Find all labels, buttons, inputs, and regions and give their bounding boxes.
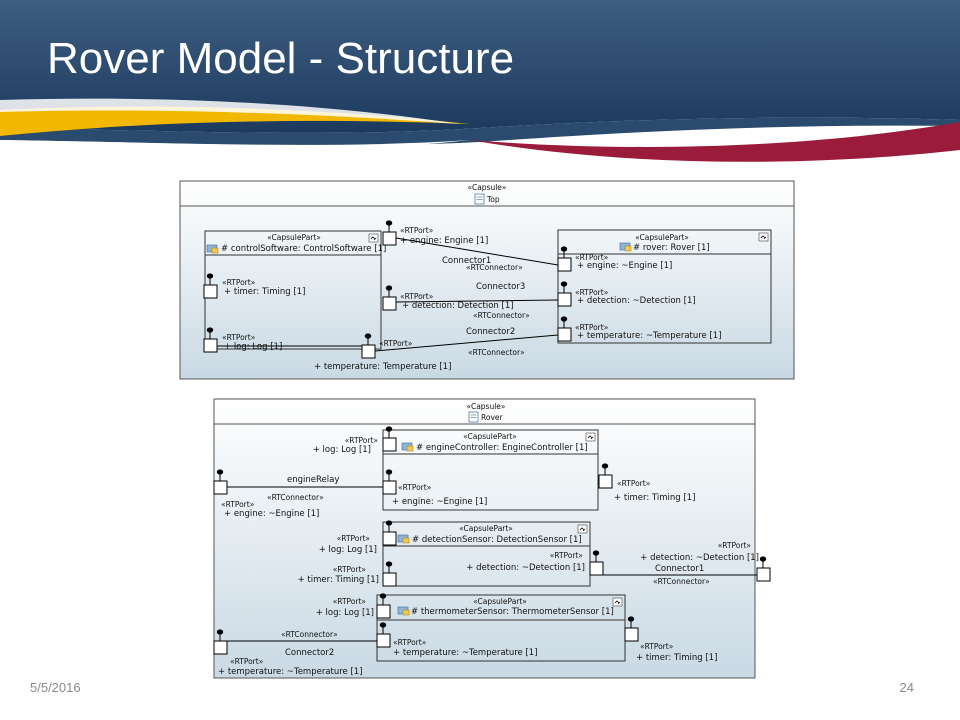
part-engine-controller[interactable]: «CapsulePart» # engineController: Engine… [382, 429, 599, 511]
connector3-top-name: Connector3 [476, 282, 525, 292]
port-top-detection[interactable]: «RTPort» + detection: Detection [1] [382, 284, 514, 311]
footer-date: 5/5/2016 [30, 680, 81, 695]
connector-labels-rover: engineRelay «RTConnector» Connector1 «RT… [267, 475, 710, 658]
port-ds-log[interactable]: «RTPort» + log: Log [1] [319, 519, 397, 555]
engine-relay-stereo: «RTConnector» [267, 493, 324, 502]
svg-text:+ detection: Detection [1]: + detection: Detection [1] [402, 301, 514, 311]
svg-text:«RTPort»: «RTPort» [575, 253, 609, 262]
part-detection-sensor[interactable]: «CapsulePart» # detectionSensor: Detecti… [382, 521, 591, 587]
rover-connectors [227, 486, 757, 642]
svg-text:«RTPort»: «RTPort» [575, 288, 609, 297]
connector2-rover-stereo: «RTConnector» [281, 630, 338, 639]
title-banner [0, 0, 960, 162]
svg-text:+ log: Log [1]: + log: Log [1] [316, 608, 374, 618]
svg-text:+ timer: Timing [1]: + timer: Timing [1] [636, 653, 717, 663]
port-rover-outer-detection[interactable]: «RTPort» + detection: ~Detection [1] [640, 541, 771, 582]
port-rover-outer-temperature[interactable]: «RTPort» + temperature: ~Temperature [1] [213, 628, 363, 677]
connector1-top-stereo: «RTConnector» [466, 263, 523, 272]
svg-text:# detectionSensor: DetectionSe: # detectionSensor: DetectionSensor [1] [412, 535, 582, 545]
connector3-top-stereo: «RTConnector» [473, 311, 530, 320]
port-ec-log[interactable]: «RTPort» + log: Log [1] [313, 425, 397, 455]
svg-text:+ engine: Engine [1]: + engine: Engine [1] [400, 236, 488, 246]
top-connectors [211, 237, 559, 352]
svg-text:+ temperature: ~Temperature [1: + temperature: ~Temperature [1] [218, 667, 363, 677]
svg-text:«RTPort»: «RTPort» [718, 541, 752, 550]
svg-text:«RTPort»: «RTPort» [333, 565, 367, 574]
connector1-top-name: Connector1 [442, 256, 491, 266]
svg-text:+ temperature: ~Temperature [1: + temperature: ~Temperature [1] [577, 331, 722, 341]
slide-title: Rover Model - Structure [47, 34, 515, 83]
port-rover-temperature[interactable]: «RTPort» + temperature: ~Temperature [1] [557, 315, 722, 342]
connector2-top-name: Connector2 [466, 327, 515, 337]
port-ts-log[interactable]: «RTPort» + log: Log [1] [316, 592, 391, 619]
part-control-name: # controlSoftware: ControlSoftware [1] [221, 244, 386, 254]
capsule-top-name: Top [486, 195, 500, 204]
svg-text:«RTPort»: «RTPort» [337, 534, 371, 543]
svg-text:+ detection: ~Detection [1]: + detection: ~Detection [1] [466, 563, 585, 573]
svg-text:+ engine: ~Engine [1]: + engine: ~Engine [1] [224, 509, 319, 519]
svg-text:+ timer: Timing [1]: + timer: Timing [1] [614, 493, 695, 503]
svg-text:+ temperature: ~Temperature [1: + temperature: ~Temperature [1] [393, 648, 538, 658]
svg-text:«RTPort»: «RTPort» [400, 226, 434, 235]
port-control-timer[interactable]: «RTPort» + timer: Timing [1] [203, 272, 305, 299]
port-ts-temperature[interactable]: «RTPort» + temperature: ~Temperature [1] [376, 621, 538, 658]
port-ds-detection[interactable]: «RTPort» + detection: ~Detection [1] [466, 549, 604, 576]
port-ts-timer[interactable]: «RTPort» + timer: Timing [1] [624, 615, 717, 663]
svg-text:«RTPort»: «RTPort» [640, 642, 674, 651]
svg-text:«RTPort»: «RTPort» [230, 657, 264, 666]
svg-text:+ timer: Timing [1]: + timer: Timing [1] [298, 575, 379, 585]
capsule-rover-name: Rover [481, 413, 504, 422]
svg-text:+ engine: ~Engine [1]: + engine: ~Engine [1] [392, 497, 487, 507]
svg-text:+ detection: ~Detection [1]: + detection: ~Detection [1] [640, 553, 759, 563]
svg-text:«RTPort»: «RTPort» [393, 638, 427, 647]
svg-text:«RTPort»: «RTPort» [345, 436, 379, 445]
svg-text:+ engine: ~Engine [1]: + engine: ~Engine [1] [577, 261, 672, 271]
port-ds-timer[interactable]: «RTPort» + timer: Timing [1] [298, 560, 397, 587]
port-ec-timer[interactable]: «RTPort» + timer: Timing [1] [598, 462, 695, 503]
part-control-stereotype: «CapsulePart» [267, 233, 321, 242]
port-rover-engine[interactable]: «RTPort» + engine: ~Engine [1] [557, 245, 672, 272]
svg-text:«CapsulePart»: «CapsulePart» [463, 432, 517, 441]
svg-text:«RTPort»: «RTPort» [222, 333, 256, 342]
svg-text:+ temperature: Temperature [1]: + temperature: Temperature [1] [314, 362, 451, 372]
part-rover-stereotype: «CapsulePart» [635, 233, 689, 242]
svg-text:«RTPort»: «RTPort» [398, 483, 432, 492]
connector1-rover-name: Connector1 [655, 564, 704, 574]
connector-labels-top: Connector1 «RTConnector» Connector3 «RTC… [442, 256, 530, 357]
svg-text:«RTPort»: «RTPort» [575, 323, 609, 332]
engine-relay-name: engineRelay [287, 475, 339, 485]
svg-text:# engineController: EngineCont: # engineController: EngineController [1] [416, 443, 588, 453]
svg-text:«RTPort»: «RTPort» [333, 597, 367, 606]
port-ec-engine[interactable]: «RTPort» + engine: ~Engine [1] [382, 468, 487, 507]
port-top-temperature[interactable]: «RTPort» + temperature: Temperature [1] [314, 332, 451, 372]
svg-text:«RTPort»: «RTPort» [550, 551, 584, 560]
capsule-rover-stereotype: «Capsule» [467, 402, 506, 411]
connector2-rover-name: Connector2 [285, 648, 334, 658]
svg-text:«RTPort»: «RTPort» [379, 339, 413, 348]
svg-text:+ detection: ~Detection [1]: + detection: ~Detection [1] [577, 296, 696, 306]
svg-text:«CapsulePart»: «CapsulePart» [473, 597, 527, 606]
svg-text:# thermometerSensor: Thermomet: # thermometerSensor: ThermometerSensor [… [411, 607, 614, 617]
capsule-rover: «Capsule» Rover [213, 398, 756, 679]
svg-text:«RTPort»: «RTPort» [400, 292, 434, 301]
port-control-log[interactable]: «RTPort» + log: Log [1] [203, 326, 282, 353]
footer-page-number: 24 [899, 680, 914, 695]
connector2-top-stereo: «RTConnector» [468, 348, 525, 357]
svg-text:+ timer: Timing [1]: + timer: Timing [1] [224, 287, 305, 297]
svg-text:+ log: Log [1]: + log: Log [1] [224, 342, 282, 352]
svg-text:«RTPort»: «RTPort» [617, 479, 651, 488]
port-top-engine[interactable]: «RTPort» + engine: Engine [1] [382, 219, 488, 246]
svg-text:+ log: Log [1]: + log: Log [1] [313, 445, 371, 455]
part-rover[interactable]: «CapsulePart» # rover: Rover [1] [557, 229, 772, 344]
part-rover-name: # rover: Rover [1] [633, 243, 710, 253]
connector1-rover-stereo: «RTConnector» [653, 577, 710, 586]
svg-text:«CapsulePart»: «CapsulePart» [459, 524, 513, 533]
svg-text:«RTPort»: «RTPort» [221, 500, 255, 509]
svg-text:«RTPort»: «RTPort» [222, 278, 256, 287]
port-rover-outer-engine[interactable]: «RTPort» + engine: ~Engine [1] [213, 468, 319, 519]
capsule-top-stereotype: «Capsule» [468, 183, 507, 192]
port-rover-detection[interactable]: «RTPort» + detection: ~Detection [1] [557, 280, 696, 307]
svg-text:+ log: Log [1]: + log: Log [1] [319, 545, 377, 555]
